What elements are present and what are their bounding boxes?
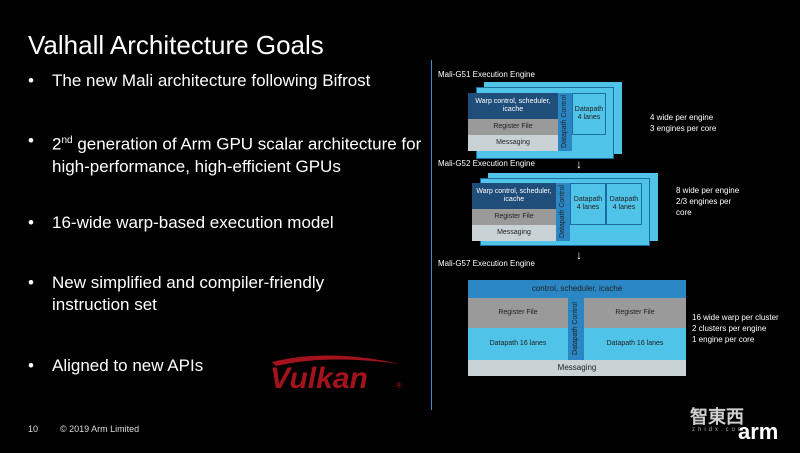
bullet-dot: • [28,71,34,90]
g51-datapath-control: Datapath Control [558,93,572,151]
bullet-superscript: nd [61,135,73,146]
bullet-text: 2nd generation of Arm GPU scalar archite… [52,130,422,178]
g51-note: 4 wide per engine [650,113,714,122]
g57-datapath-control: Datapath Control [568,298,584,360]
bullet-item: • New simplified and compiler-friendly i… [28,272,382,316]
g52-datapath-control: Datapath Control [556,183,570,241]
g51-register-file: Register File [468,119,558,135]
bullet-item: • 2nd generation of Arm GPU scalar archi… [28,130,422,178]
g57-notes: 16 wide warp per cluster 2 clusters per … [692,312,779,345]
bullet-dot: • [28,273,34,292]
g52-messaging: Messaging [472,225,556,241]
slide-title: Valhall Architecture Goals [28,30,324,60]
bullet-item: • The new Mali architecture following Bi… [28,70,422,92]
g57-note: 1 engine per core [692,335,755,344]
g51-engine: Warp control, scheduler, icache Register… [468,93,606,151]
g52-register-file: Register File [472,209,556,225]
g52-notes: 8 wide per engine 2/3 engines per core [676,185,739,218]
g51-warp-control: Warp control, scheduler, icache [468,93,558,119]
g52-warp-control: Warp control, scheduler, icache [472,183,556,209]
g52-datapath-1: Datapath 4 lanes [570,183,606,225]
down-arrow-icon: ↓ [576,157,582,171]
watermark-cn: 智東西 [690,407,744,427]
g51-datapath: Datapath 4 lanes [572,93,606,135]
g57-engine: control, scheduler, icache Register File… [468,280,686,376]
bullet-text: The new Mali architecture following Bifr… [52,71,371,90]
divider [431,60,432,410]
vulkan-logo-text: Vulkan [270,362,368,394]
g52-datapath-2: Datapath 4 lanes [606,183,642,225]
g52-note: 8 wide per engine [676,186,740,195]
bullet-text: New simplified and compiler-friendly ins… [52,273,325,314]
bullet-dot: • [28,213,34,232]
g57-control: control, scheduler, icache [468,280,686,298]
g57-datapath-2: Datapath 16 lanes [584,328,686,360]
arm-logo: arm [738,419,779,444]
bullet-text: Aligned to new APIs [52,356,204,375]
g51-note: 3 engines per core [650,124,717,133]
bullet-rest: generation of Arm GPU scalar architectur… [52,134,422,176]
g57-title: Mali-G57 Execution Engine [438,259,535,268]
page-number: 10 [28,424,39,434]
g51-notes: 4 wide per engine 3 engines per core [650,112,716,134]
g52-title: Mali-G52 Execution Engine [438,159,535,168]
g52-note: 2/3 engines per [676,197,732,206]
watermark-sub: zhidx.com [692,427,747,433]
g57-datapath-1: Datapath 16 lanes [468,328,568,360]
g52-engine: Warp control, scheduler, icache Register… [472,183,642,241]
g51-messaging: Messaging [468,135,558,151]
down-arrow-icon: ↓ [576,248,582,262]
g57-note: 2 clusters per engine [692,324,767,333]
bullet-dot: • [28,131,34,150]
g57-messaging: Messaging [468,360,686,376]
bullet-text: 16-wide warp-based execution model [52,213,334,232]
bullet-dot: • [28,356,34,375]
g57-note: 16 wide warp per cluster [692,313,779,322]
g57-register-file-1: Register File [468,298,568,328]
g51-title: Mali-G51 Execution Engine [438,70,535,79]
watermark: 智東西 zhidx.com arm [690,403,778,444]
g57-register-file-2: Register File [584,298,686,328]
bullet-prefix: 2 [52,134,62,154]
vulkan-registered-mark: ® [396,381,402,390]
bullet-item: • Aligned to new APIs [28,355,422,377]
g52-note: core [676,208,692,217]
copyright: © 2019 Arm Limited [60,424,140,434]
vulkan-logo: Vulkan ® [268,352,408,399]
bullet-item: • 16-wide warp-based execution model [28,212,422,234]
